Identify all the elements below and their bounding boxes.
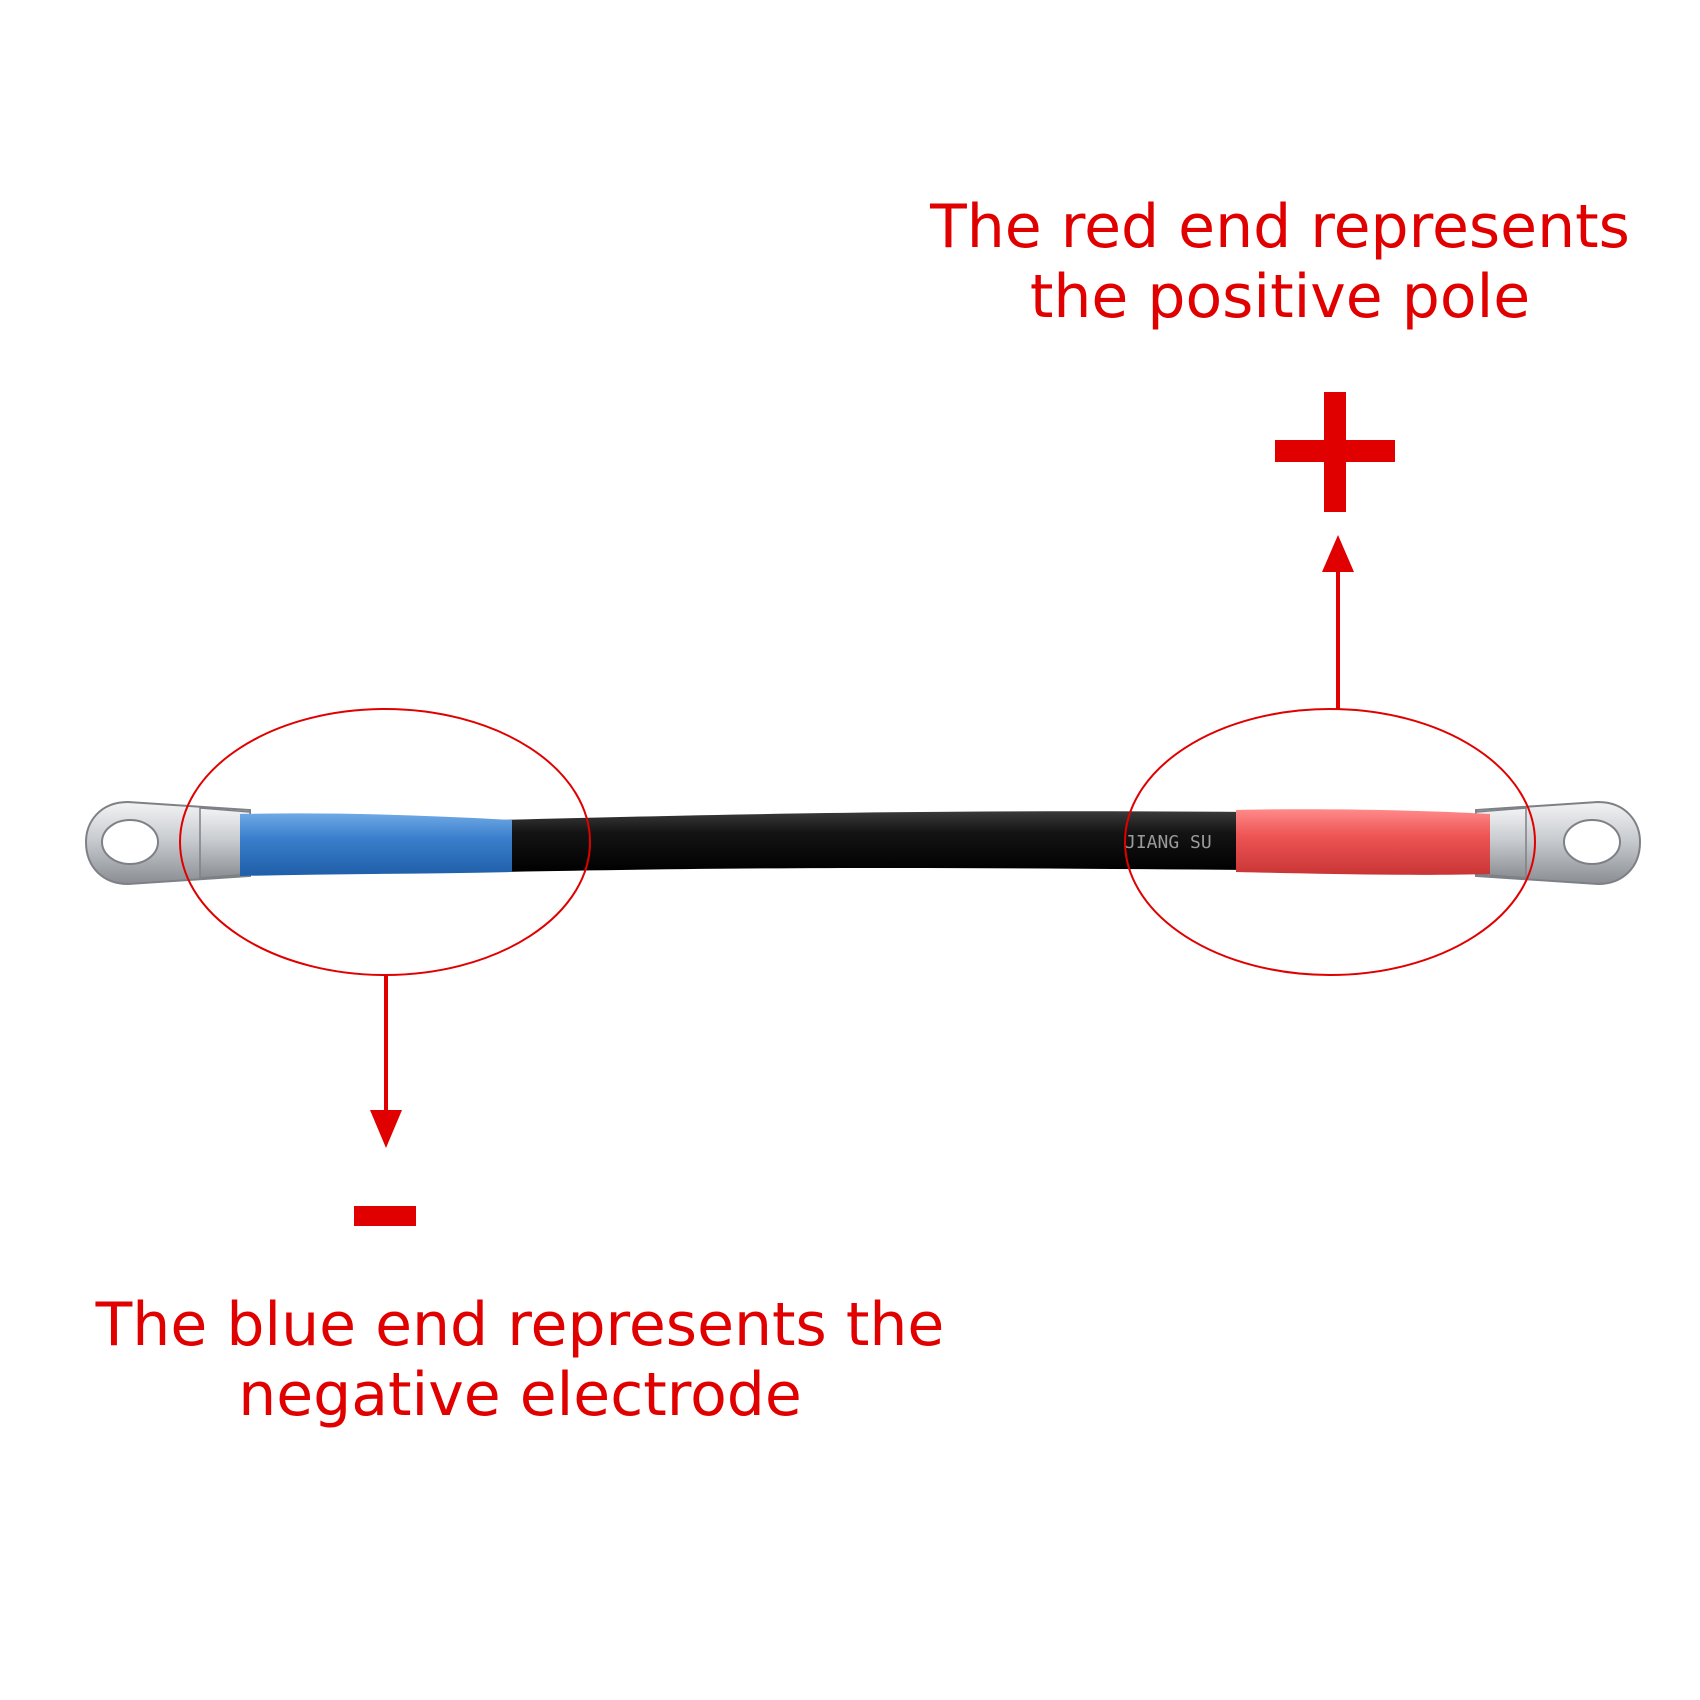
positive-pole-caption: The red end represents the positive pole [900, 192, 1660, 332]
arrow-down-icon [370, 975, 402, 1148]
positive-highlight-circle [1124, 708, 1536, 976]
right-ring-terminal [1475, 800, 1642, 886]
positive-caption-line1: The red end represents [930, 192, 1630, 262]
left-ring-terminal [84, 800, 251, 886]
negative-electrode-caption: The blue end represents the negative ele… [80, 1290, 960, 1430]
arrow-up-icon [1322, 535, 1354, 709]
plus-icon [1275, 392, 1395, 512]
positive-caption-line2: the positive pole [1029, 262, 1531, 332]
blue-sleeve [240, 813, 512, 876]
negative-caption-line1: The blue end represents the [95, 1290, 945, 1360]
minus-icon [354, 1206, 416, 1226]
negative-caption-line2: negative electrode [238, 1360, 802, 1430]
red-sleeve [1236, 809, 1490, 875]
cable-body [500, 811, 1250, 872]
cable-print: JIANG SU [1125, 832, 1212, 853]
